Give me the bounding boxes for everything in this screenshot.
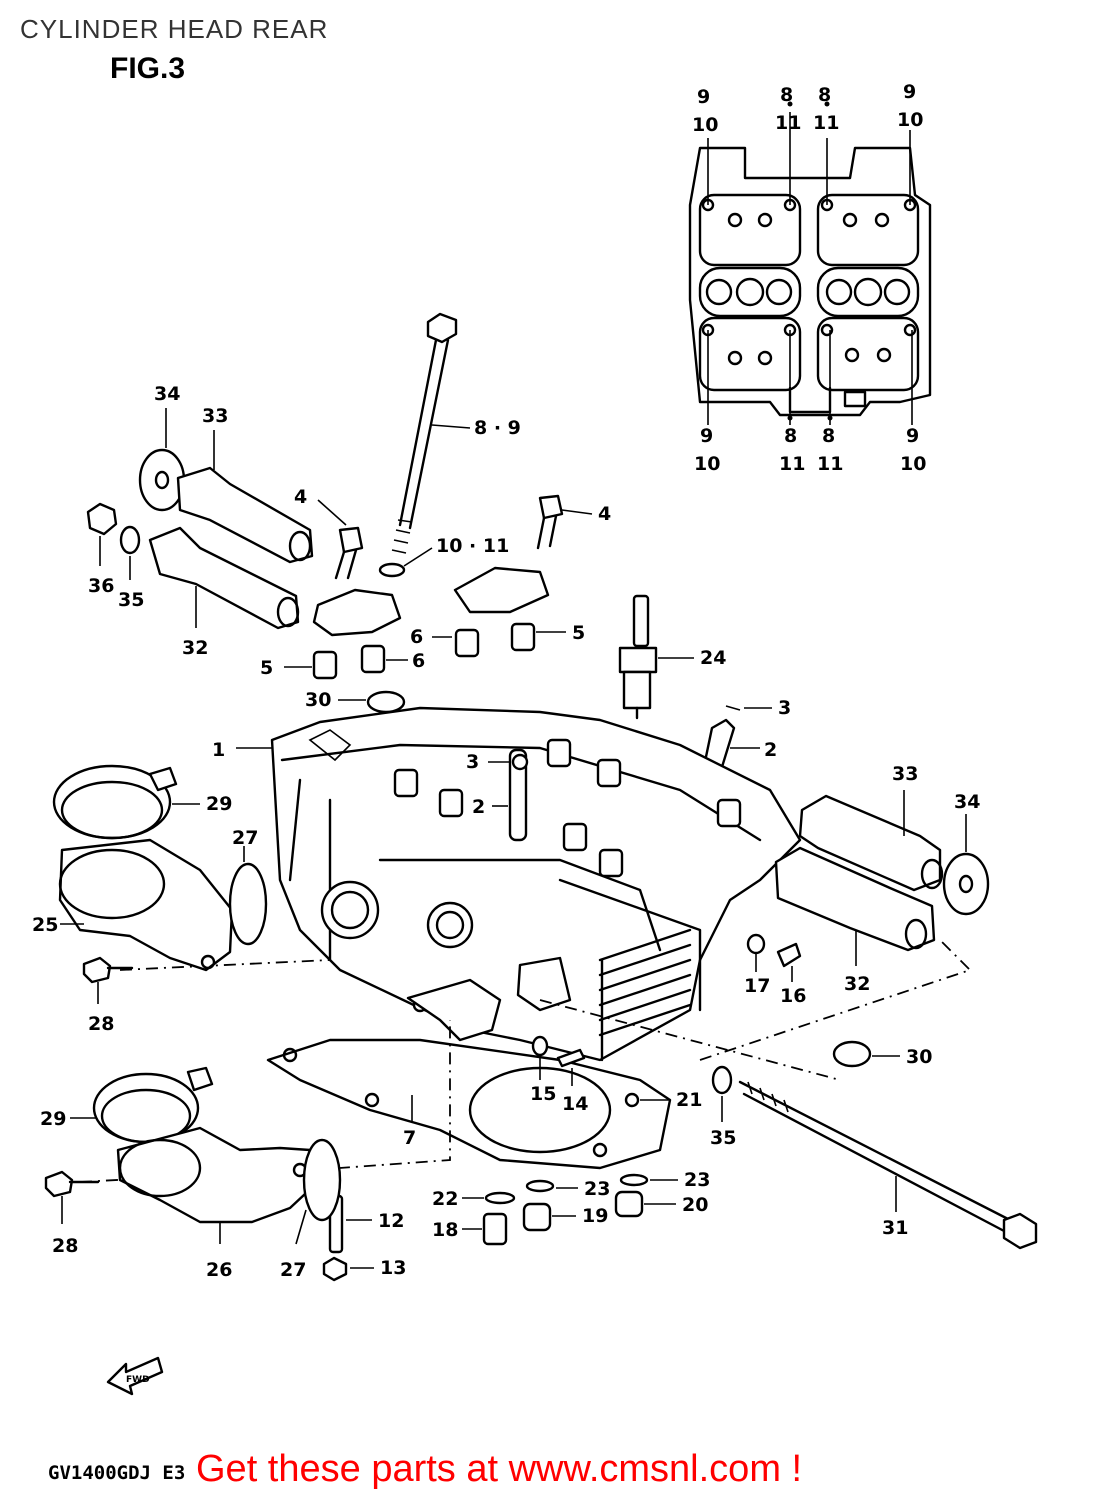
intake-clamp-upper [52, 764, 178, 840]
inset-label: 11 [779, 453, 805, 475]
callout-5: 5 [572, 622, 585, 644]
inset-label: 10 [900, 453, 926, 475]
promo-link[interactable]: Get these parts at www.cmsnl.com ! [196, 1448, 803, 1490]
bolt [82, 956, 134, 1004]
inset-label: 10 [897, 109, 923, 131]
callout-22: 22 [432, 1188, 458, 1210]
callout-23: 23 [684, 1169, 710, 1191]
forward-arrow-label: FWD [126, 1375, 150, 1385]
callout-16: 16 [780, 985, 806, 1007]
callout-6: 6 [412, 650, 425, 672]
bolt-right [536, 494, 593, 550]
bolt-left [317, 499, 364, 580]
inset-label: 10 [692, 114, 718, 136]
callout-27: 27 [280, 1259, 306, 1281]
callout-35: 35 [710, 1127, 736, 1149]
callout-7: 7 [403, 1127, 416, 1149]
callout-30: 30 [906, 1046, 932, 1068]
intake-pipe-upper [58, 838, 234, 972]
callout-36: 36 [88, 575, 114, 597]
page-title: CYLINDER HEAD REAR [20, 14, 329, 44]
callout-5: 5 [260, 657, 273, 679]
head-gasket [266, 1038, 672, 1170]
inset-label: 11 [775, 112, 801, 134]
callout-24: 24 [700, 647, 726, 669]
o-ring [228, 862, 268, 946]
bolt [44, 1170, 100, 1224]
figure-label: FIG.3 [110, 52, 186, 85]
callout-20: 20 [682, 1194, 708, 1216]
inset-label: 9 [700, 425, 713, 447]
callout-17: 17 [744, 975, 770, 997]
callout-8-9: 8 · 9 [474, 417, 521, 439]
spark-plug [618, 594, 694, 720]
inset-label: 8 [784, 425, 797, 447]
inset-label: 8 [780, 84, 793, 106]
callout-3: 3 [466, 751, 479, 773]
head-bolt [391, 312, 471, 554]
callout-27: 27 [232, 827, 258, 849]
callout-29: 29 [40, 1108, 66, 1130]
callout-1: 1 [212, 739, 225, 761]
callout-30: 30 [305, 689, 331, 711]
inset-label: 8 [822, 425, 835, 447]
intake-clamp-lower [92, 1066, 214, 1144]
callout-28: 28 [52, 1235, 78, 1257]
callout-18: 18 [432, 1219, 458, 1241]
callout-2: 2 [472, 796, 485, 818]
nut [86, 502, 118, 536]
o-ring [302, 1138, 342, 1222]
intake-pipe-lower [116, 1126, 322, 1224]
callout-10-11: 10 · 11 [436, 535, 509, 557]
head-top-view-inset: 9 10 8 11 8 11 9 10 9 10 8 11 8 11 9 10 [688, 81, 932, 475]
cam-cap-left [312, 588, 402, 637]
model-code: GV1400GDJ E3 [48, 1462, 186, 1484]
callout-19: 19 [582, 1205, 608, 1227]
callout-28: 28 [88, 1013, 114, 1035]
callout-35: 35 [118, 589, 144, 611]
callout-23: 23 [584, 1178, 610, 1200]
plug-pipe [774, 846, 936, 952]
washer [378, 562, 406, 578]
callout-3: 3 [778, 697, 791, 719]
callout-12: 12 [378, 1210, 404, 1232]
inset-label: 9 [697, 86, 710, 108]
plug-pipe [176, 466, 314, 564]
callout-6: 6 [410, 626, 423, 648]
callout-33: 33 [202, 405, 228, 427]
callout-32: 32 [844, 973, 870, 995]
callout-4: 4 [294, 486, 307, 508]
cylinder-head [270, 706, 802, 1062]
callout-25: 25 [32, 914, 58, 936]
callout-13: 13 [380, 1257, 406, 1279]
callout-29: 29 [206, 793, 232, 815]
callout-26: 26 [206, 1259, 232, 1281]
callout-31: 31 [882, 1217, 908, 1239]
callout-4: 4 [598, 503, 611, 525]
inset-label: 10 [694, 453, 720, 475]
plug-cap [942, 852, 990, 916]
callout-2: 2 [764, 739, 777, 761]
cam-cap-right [453, 566, 550, 614]
inset-label: 9 [903, 81, 916, 103]
inset-label: 11 [817, 453, 843, 475]
callout-34: 34 [154, 383, 180, 405]
callout-34: 34 [954, 791, 980, 813]
forward-arrow-icon: FWD [106, 1356, 164, 1396]
inset-label: 11 [813, 112, 839, 134]
callout-32: 32 [182, 637, 208, 659]
plug-pipe [148, 526, 300, 630]
callout-33: 33 [892, 763, 918, 785]
callout-15: 15 [530, 1083, 556, 1105]
callout-14: 14 [562, 1093, 588, 1115]
long-bolt [738, 1080, 1038, 1250]
inset-label: 9 [906, 425, 919, 447]
inset-label: 8 [818, 84, 831, 106]
callout-21: 21 [676, 1089, 702, 1111]
